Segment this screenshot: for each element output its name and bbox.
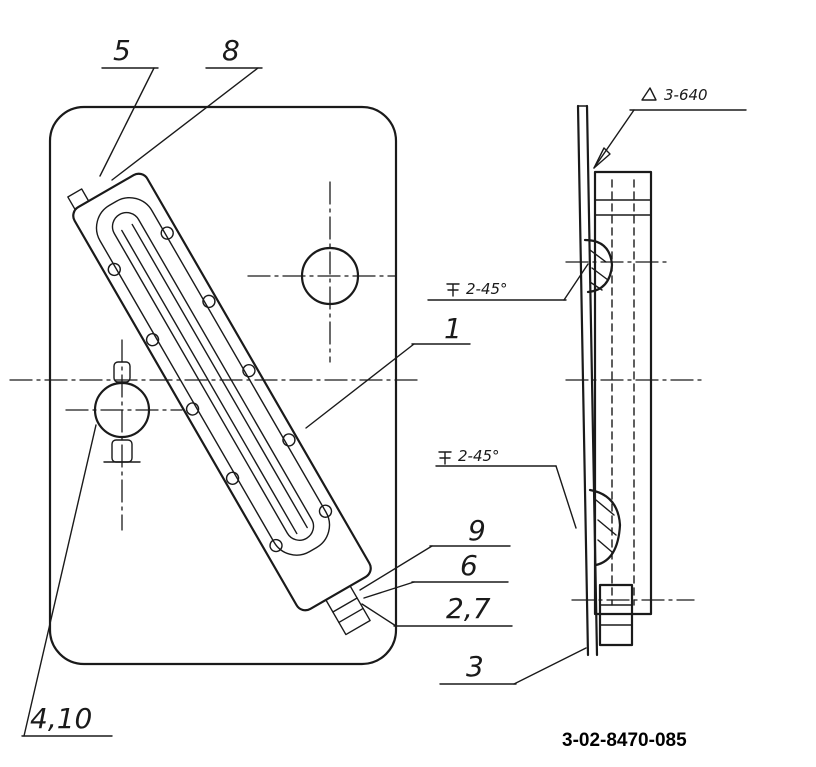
side-view [565,104,707,657]
weld-symbol-icon [446,283,460,297]
leader-weld-top [593,109,635,169]
leader-410 [23,424,97,737]
leader-8 [111,67,259,181]
weld-triangle-icon [641,87,657,101]
gauge-slot-line-a [121,229,298,535]
bolt [269,538,283,553]
plate-outline [48,105,398,666]
weld-note-lower: 2-45° [458,447,500,465]
weld-upper-hatch [589,249,609,291]
leader-weld-upper [563,263,589,301]
gauge-bar-inner [95,197,331,556]
bolt [282,433,296,447]
drawing-number: 3-02-8470-085 [562,730,687,751]
bolt [318,504,333,518]
gauge-bar [67,172,372,636]
bolt [107,262,121,277]
bolt [225,471,240,485]
bolt [160,226,174,240]
leader-9 [359,545,433,591]
callout-1: 1 [444,312,462,345]
leader-27 [361,603,397,627]
weld-lower-hatch [595,499,617,553]
leader-1 [305,343,415,429]
bolt [145,333,160,347]
gauge-bolts [107,226,333,553]
side-bottom-fitting [598,583,634,647]
leader-weld-lower [555,465,577,529]
leader-6 [363,581,415,599]
callout-3: 3 [466,650,484,683]
weld-notes: 3-640 2-45° 2-45° [438,86,708,465]
side-gauge-body [593,170,653,616]
weld-note-top: 3-640 [664,86,708,104]
bolt [185,402,200,416]
callout-6: 6 [460,549,478,582]
weld-note-upper: 2-45° [466,280,508,298]
callout-9: 9 [468,514,486,547]
gauge-bar-outer [72,172,372,612]
gauge-slot-line-b [131,223,308,529]
callout-5: 5 [113,34,131,67]
callout-labels: 5 8 1 9 6 2,7 3 4,10 [30,34,491,735]
weld-symbol-icon [438,451,452,465]
leader-weld-top-arrow [593,147,611,169]
leader-lines [21,67,747,737]
leader-3 [513,647,587,685]
callout-8: 8 [222,34,240,67]
gauge-bottom-thread [338,607,364,624]
sight-fitting-top [113,361,131,383]
gauge-slot [111,211,315,541]
front-view [9,105,421,666]
bolt [242,363,256,378]
leader-5 [99,67,155,177]
callout-4-10: 4,10 [30,702,92,735]
gauge-top-cap [67,188,90,210]
gauge-bottom-fitting [325,585,371,636]
gauge-bottom-thread [332,597,358,613]
weld-lower [588,488,622,567]
callout-2-7: 2,7 [446,592,491,625]
bolt [202,294,216,309]
